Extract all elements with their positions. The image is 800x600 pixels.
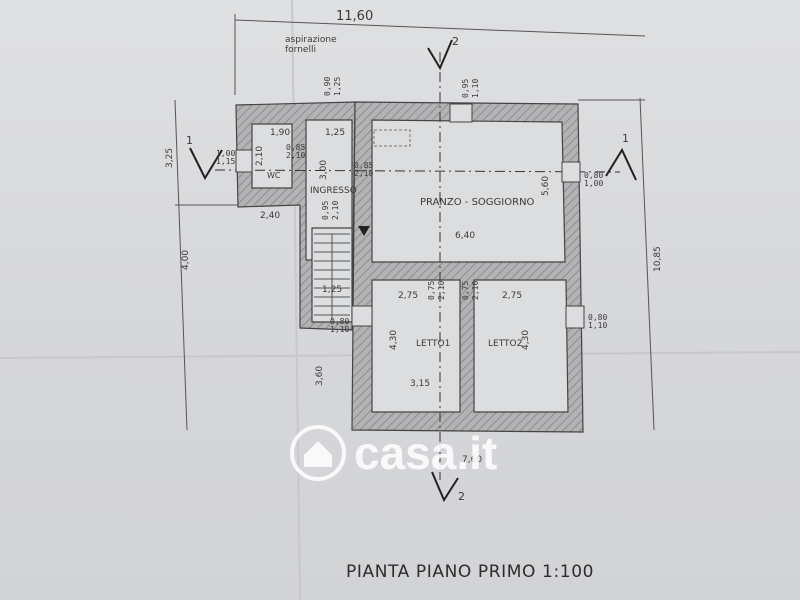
dim-275-l: 2,75 [398, 291, 418, 301]
section-mark-1-left: 1 [186, 134, 193, 147]
dim-overall-width: 11,60 [336, 9, 373, 24]
label-letto2: LETTO2 [488, 339, 522, 349]
opening-075-a: 0,75 [427, 281, 436, 300]
right-dimension-line [578, 97, 655, 431]
opening-125: 1,25 [333, 77, 342, 96]
opening-110-c: 1,10 [588, 321, 607, 330]
dim-300: 3,00 [319, 160, 329, 180]
opening-090: 0,90 [323, 77, 332, 96]
opening-095: 0,95 [461, 79, 470, 98]
section-mark-2-bottom: 2 [458, 490, 465, 503]
opening-100: 1,00 [216, 149, 235, 158]
opening-085-a: 0,85 [286, 143, 305, 152]
opening-085-b: 0,85 [354, 161, 373, 170]
opening-210-c: 2,10 [331, 201, 340, 220]
opening-080-a: 0,80 [584, 171, 603, 180]
dim-210-wc: 2,10 [255, 146, 265, 166]
dim-125-top: 1,25 [325, 128, 345, 138]
dim-190: 1,90 [270, 128, 290, 138]
openings [235, 103, 585, 329]
drawing-title: PIANTA PIANO PRIMO 1:100 [346, 562, 595, 582]
section-mark-2-top: 2 [452, 35, 459, 48]
dim-125-stair: 1,25 [322, 285, 342, 295]
dim-760: 7,60 [462, 455, 482, 465]
dim-240: 2,40 [260, 211, 280, 221]
opening-075-b: 0,75 [461, 281, 470, 300]
opening-115: 1,15 [216, 157, 235, 166]
dim-640: 6,40 [455, 231, 475, 241]
brand-watermark: casa.it [290, 425, 530, 485]
opening-110: 1,10 [471, 79, 480, 98]
opening-dimension-labels: 1,00 1,15 0,85 2,10 0,90 1,25 0,95 1,10 … [216, 77, 607, 334]
section-cut-lines [214, 52, 621, 480]
label-ingresso: INGRESSO [310, 186, 357, 196]
label-wc: WC [267, 171, 281, 180]
dim-360: 3,60 [315, 366, 325, 386]
section-markers [189, 39, 637, 503]
staircase [314, 233, 350, 320]
opening-210-d: 2,10 [437, 281, 446, 300]
dim-430-l: 4,30 [389, 330, 399, 350]
cooktop-hood [373, 129, 411, 147]
dim-400: 4,00 [181, 250, 191, 270]
opening-080-c: 0,80 [588, 313, 607, 322]
dim-1085: 10,85 [653, 246, 663, 272]
top-dimension-line [234, 14, 646, 95]
dim-325: 3,25 [165, 148, 175, 168]
opening-080-b: 0,80 [330, 317, 349, 326]
dim-560: 5,60 [541, 176, 551, 196]
opening-210-e: 2,10 [471, 281, 480, 300]
dim-430-r: 4,30 [521, 330, 531, 350]
opening-110-b: 1,10 [330, 325, 349, 334]
dim-275-r: 2,75 [502, 291, 522, 301]
opening-210-b: 2,10 [354, 169, 373, 178]
opening-095-b: 0,95 [321, 201, 330, 220]
walls [235, 101, 584, 433]
label-pranzo-soggiorno: PRANZO - SOGGIORNO [420, 197, 535, 208]
label-letto1: LETTO1 [416, 339, 450, 349]
house-logo-icon [290, 425, 346, 481]
dim-315: 3,15 [410, 379, 430, 389]
dimension-labels: 3,25 4,00 3,60 2,40 1,90 2,10 1,25 1,25 … [165, 128, 663, 465]
opening-210-a: 2,10 [286, 151, 305, 160]
opening-100-b: 1,00 [584, 179, 603, 188]
brand-name: casa.it [354, 427, 498, 479]
left-dimension-line [174, 99, 240, 431]
section-mark-1-right: 1 [622, 132, 629, 145]
stair-direction-arrow [358, 226, 370, 236]
